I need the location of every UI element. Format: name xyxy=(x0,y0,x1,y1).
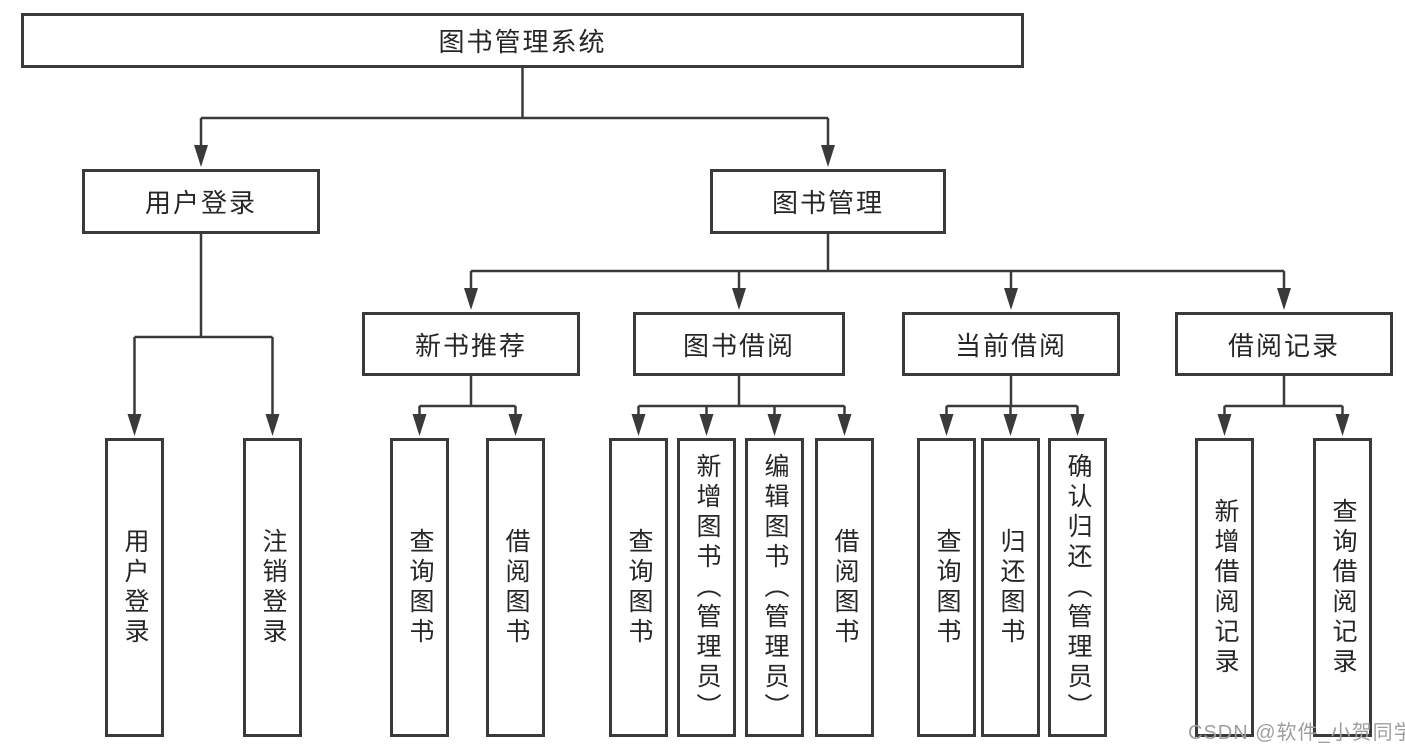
leaf-edit-book-admin: 编辑图书（管理员） xyxy=(745,438,804,737)
leaf-add-book-admin: 新增图书（管理员） xyxy=(677,438,736,737)
leaf-add-borrow-record: 新增借阅记录 xyxy=(1195,438,1254,737)
node-book-management: 图书管理 xyxy=(710,169,946,234)
node-user-login: 用户登录 xyxy=(82,169,320,234)
node-borrowing-records: 借阅记录 xyxy=(1175,312,1393,376)
leaf-borrow-books-recommend: 借阅图书 xyxy=(486,438,545,737)
node-book-borrowing: 图书借阅 xyxy=(633,312,845,376)
leaf-query-books-current: 查询图书 xyxy=(917,438,976,737)
leaf-logout: 注销登录 xyxy=(243,438,302,737)
node-current-borrowing: 当前借阅 xyxy=(902,312,1120,376)
leaf-confirm-return-admin: 确认归还（管理员） xyxy=(1048,438,1107,737)
leaf-return-book: 归还图书 xyxy=(981,438,1040,737)
csdn-watermark: CSDN @软件_小贺同学 xyxy=(1188,722,1405,744)
leaf-query-books-borrowing: 查询图书 xyxy=(609,438,668,737)
node-new-book-recommendation: 新书推荐 xyxy=(362,312,580,376)
leaf-query-books-recommend: 查询图书 xyxy=(390,438,449,737)
leaf-borrow-books: 借阅图书 xyxy=(815,438,874,737)
leaf-query-borrow-record: 查询借阅记录 xyxy=(1313,438,1372,737)
leaf-user-login: 用户登录 xyxy=(105,438,164,737)
node-library-management-system: 图书管理系统 xyxy=(21,13,1024,68)
